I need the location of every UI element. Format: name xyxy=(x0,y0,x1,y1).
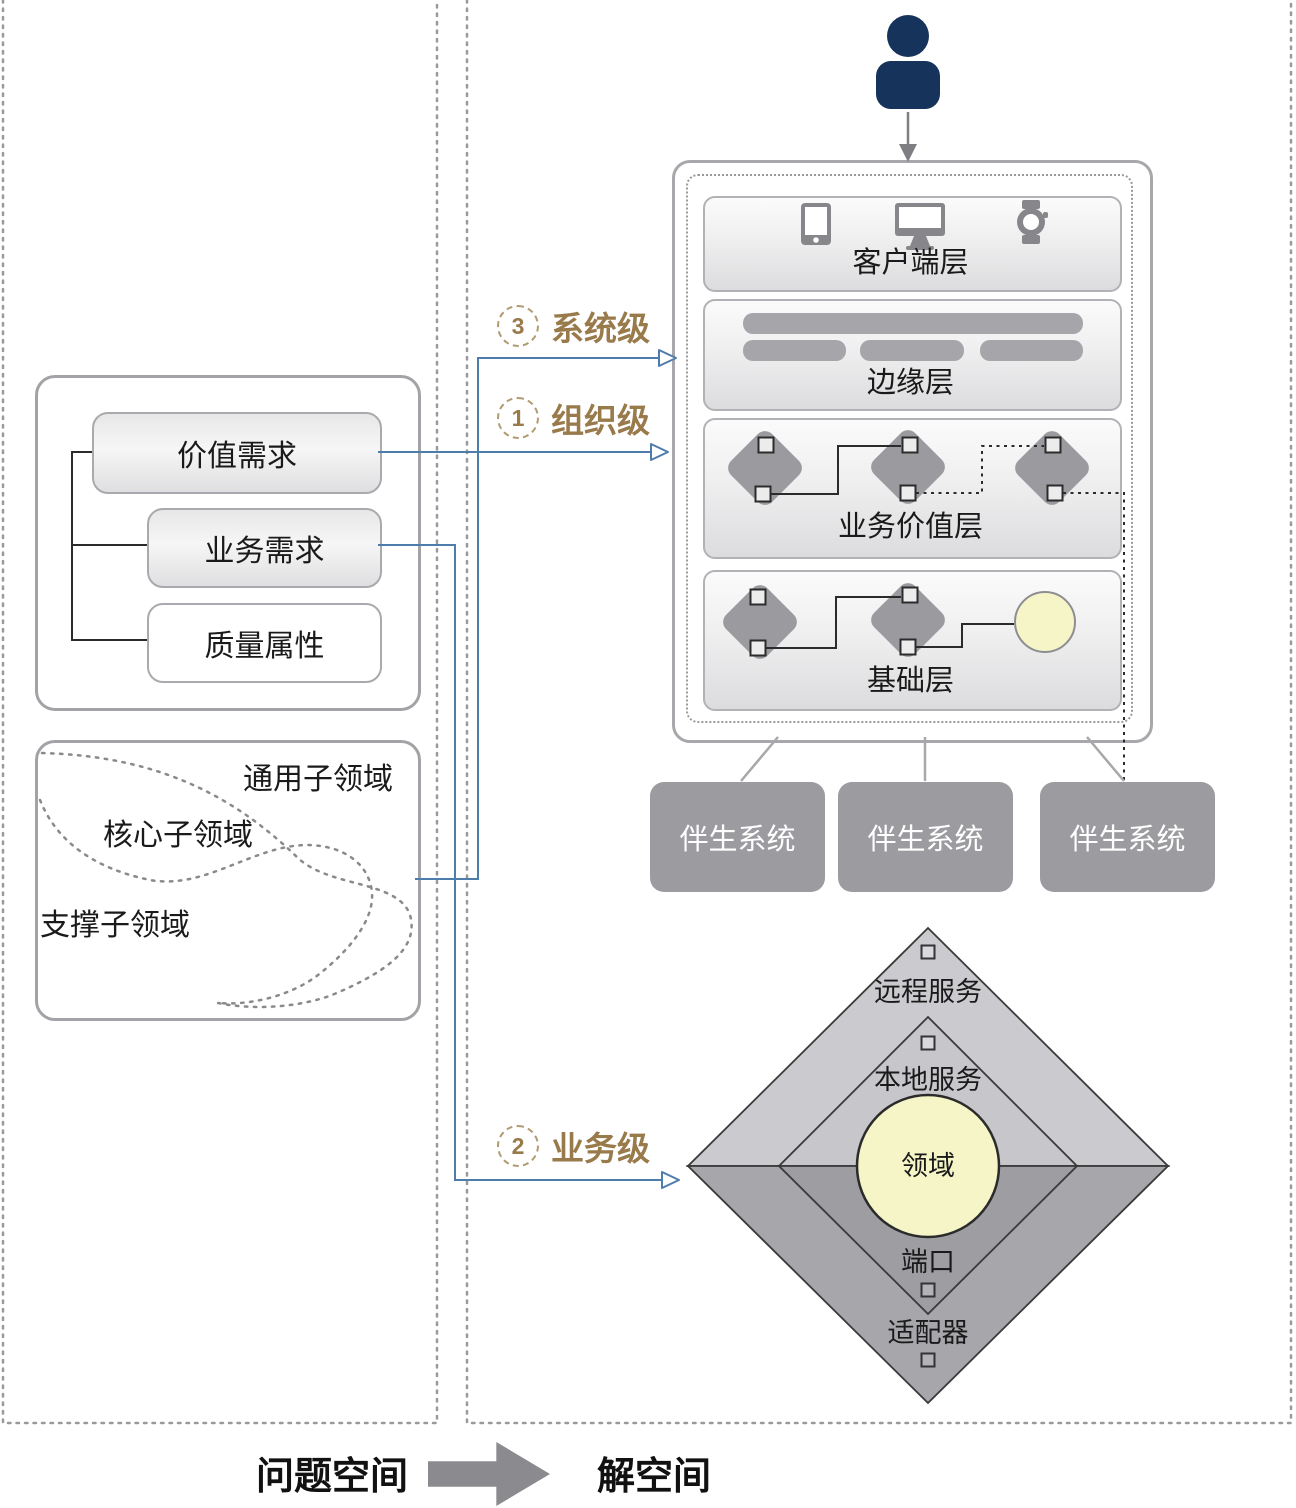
hex-port-local xyxy=(920,1035,936,1051)
hex-outer-top xyxy=(685,926,1171,1167)
hex-inner-bottom xyxy=(776,1165,1080,1316)
companion-system-box-1: 伴生系统 xyxy=(650,782,825,892)
companion-system-box-2: 伴生系统 xyxy=(838,782,1013,892)
value-requirement-box: 价值需求 xyxy=(92,412,382,494)
client-layer-label: 客户端层 xyxy=(852,247,969,279)
business-level-text: 业务级 xyxy=(551,1130,650,1167)
adapter-label: 适配器 xyxy=(887,1318,969,1348)
business-requirement-label: 业务需求 xyxy=(204,535,325,568)
companion-system-box-3: 伴生系统 xyxy=(1040,782,1215,892)
user-icon xyxy=(876,15,940,109)
edge-layer-label: 边缘层 xyxy=(866,367,954,399)
hex-port-port xyxy=(920,1282,936,1298)
quality-attribute-box: 质量属性 xyxy=(147,603,382,683)
connector-business-level xyxy=(378,544,680,1189)
value-requirement-label: 价值需求 xyxy=(177,440,297,473)
business-value-layer-label: 业务价值层 xyxy=(837,511,983,543)
hex-port-adapter xyxy=(920,1352,936,1368)
hex-outer-bottom xyxy=(685,1165,1171,1405)
problem-to-solution-arrow xyxy=(428,1442,550,1506)
business-requirement-box: 业务需求 xyxy=(147,508,382,588)
system-level-text: 系统级 xyxy=(551,310,650,347)
organization-level-text: 组织级 xyxy=(551,402,650,439)
remote-service-label: 远程服务 xyxy=(874,977,982,1007)
companion-system-label-3: 伴生系统 xyxy=(1069,824,1186,856)
companion-system-label-1: 伴生系统 xyxy=(679,824,796,856)
system-level-number: 3 xyxy=(497,305,539,347)
companion-system-label-2: 伴生系统 xyxy=(867,824,984,856)
system-level-label: 3 系统级 xyxy=(497,302,650,350)
supporting-subdomain-label: 支撑子领域 xyxy=(40,909,190,942)
problem-space-panel-border xyxy=(1,0,439,1425)
connector-organization-level xyxy=(378,443,669,461)
core-subdomain-label: 核心子领域 xyxy=(103,819,253,852)
problem-space-label: 问题空间 xyxy=(256,1456,409,1498)
organization-level-number: 1 xyxy=(497,397,539,439)
generic-subdomain-label: 通用子领域 xyxy=(243,763,393,796)
port-label: 端口 xyxy=(901,1247,955,1277)
user-down-arrow xyxy=(899,112,917,162)
hex-port-remote xyxy=(920,944,936,960)
quality-attribute-label: 质量属性 xyxy=(204,630,325,663)
local-service-label: 本地服务 xyxy=(874,1065,982,1095)
business-level-label: 2 业务级 xyxy=(497,1122,650,1170)
organization-level-label: 1 组织级 xyxy=(497,394,650,442)
solution-space-label: 解空间 xyxy=(597,1456,712,1498)
foundation-layer-label: 基础层 xyxy=(866,665,954,697)
domain-label: 领域 xyxy=(901,1151,955,1181)
companion-connectors xyxy=(740,736,1125,782)
business-level-number: 2 xyxy=(497,1125,539,1167)
